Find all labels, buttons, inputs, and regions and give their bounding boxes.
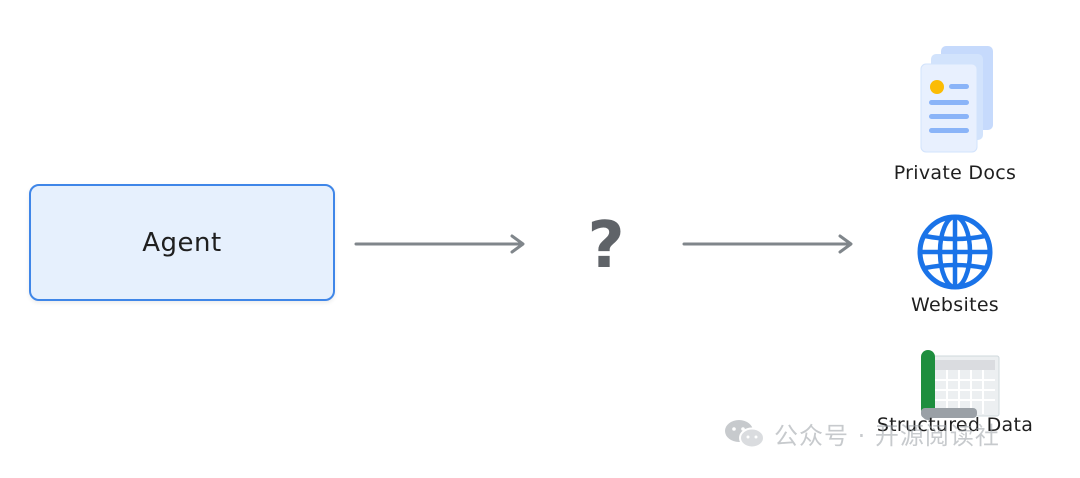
watermark-text: 公众号 · 开源阅读社 — [774, 422, 1000, 450]
watermark: 公众号 · 开源阅读社 — [724, 416, 1000, 451]
documents-icon — [920, 46, 993, 153]
websites-label: Websites — [910, 294, 1000, 316]
globe-icon — [917, 214, 993, 290]
agent-label: Agent — [142, 227, 222, 258]
source-websites: Websites — [880, 212, 1030, 316]
agent-node: Agent — [29, 184, 335, 301]
structured-data-label: Structured Data — [876, 414, 1034, 436]
source-private-docs: Private Docs — [880, 42, 1030, 184]
private-docs-label: Private Docs — [893, 162, 1017, 184]
unknown-connector: ? — [587, 209, 625, 283]
arrow-question-to-sources — [682, 234, 853, 254]
source-structured-data: Structured Data — [870, 346, 1040, 436]
wechat-icon — [725, 419, 765, 448]
spreadsheet-icon — [921, 350, 1000, 420]
arrow-agent-to-question — [354, 234, 525, 254]
